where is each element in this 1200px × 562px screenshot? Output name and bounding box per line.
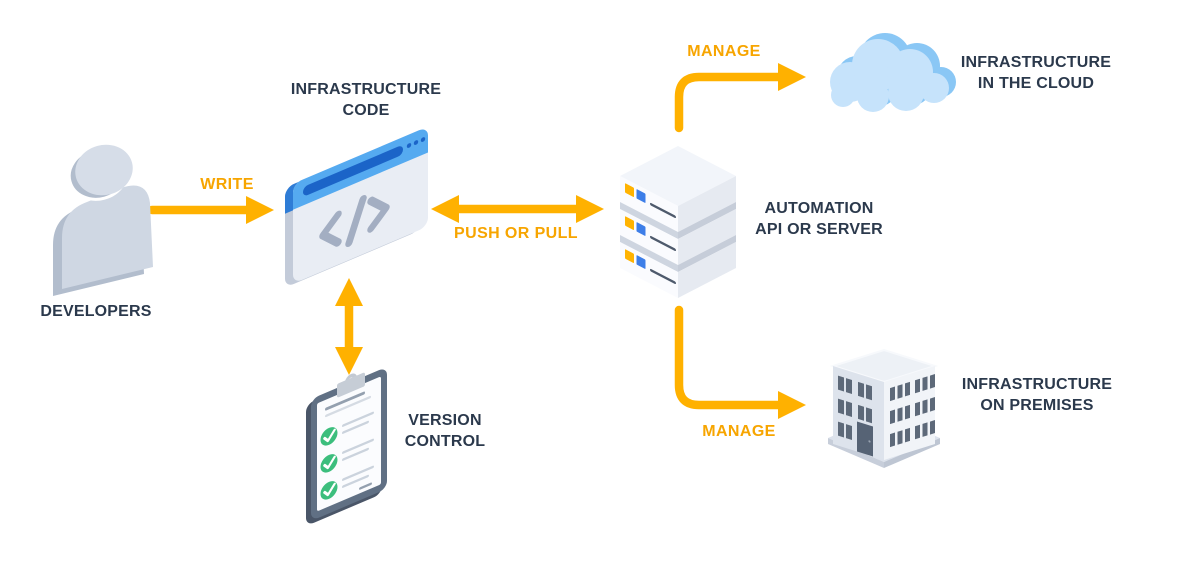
building-right-windows: [890, 374, 935, 448]
manage-premises-edge-label: MANAGE: [702, 423, 776, 440]
checklist-rows: [320, 411, 374, 500]
manage-cloud-arrow: [674, 63, 806, 133]
automation-server-label: AUTOMATION API OR SERVER: [755, 200, 883, 238]
cloud-icon: [810, 20, 960, 126]
manage-premises-arrow: [674, 305, 806, 419]
building-icon: [828, 332, 940, 472]
server-stack-icon: [612, 138, 744, 298]
version-control-label: VERSION CONTROL: [404, 412, 486, 450]
developers-person-icon: [48, 126, 158, 301]
building-door: [857, 421, 873, 457]
building-left-windows: [838, 375, 873, 457]
cloud-infrastructure-label: INFRASTRUCTURE IN THE CLOUD: [960, 54, 1112, 92]
push-pull-edge-label: PUSH OR PULL: [454, 225, 578, 242]
version-control-arrow: [335, 278, 363, 375]
premises-infrastructure-label: INFRASTRUCTURE ON PREMISES: [961, 376, 1113, 414]
write-arrow: [147, 196, 274, 224]
developers-label: DEVELOPERS: [40, 303, 152, 320]
push-pull-arrow: [431, 195, 604, 223]
infrastructure-code-label: INFRASTRUCTURE CODE: [290, 81, 442, 119]
code-brackets-glyph: [319, 194, 390, 248]
write-edge-label: WRITE: [200, 176, 254, 193]
clipboard-checklist-icon: [306, 366, 396, 526]
code-window-icon: [283, 126, 433, 291]
address-bar: [303, 146, 403, 196]
manage-cloud-edge-label: MANAGE: [687, 43, 761, 60]
